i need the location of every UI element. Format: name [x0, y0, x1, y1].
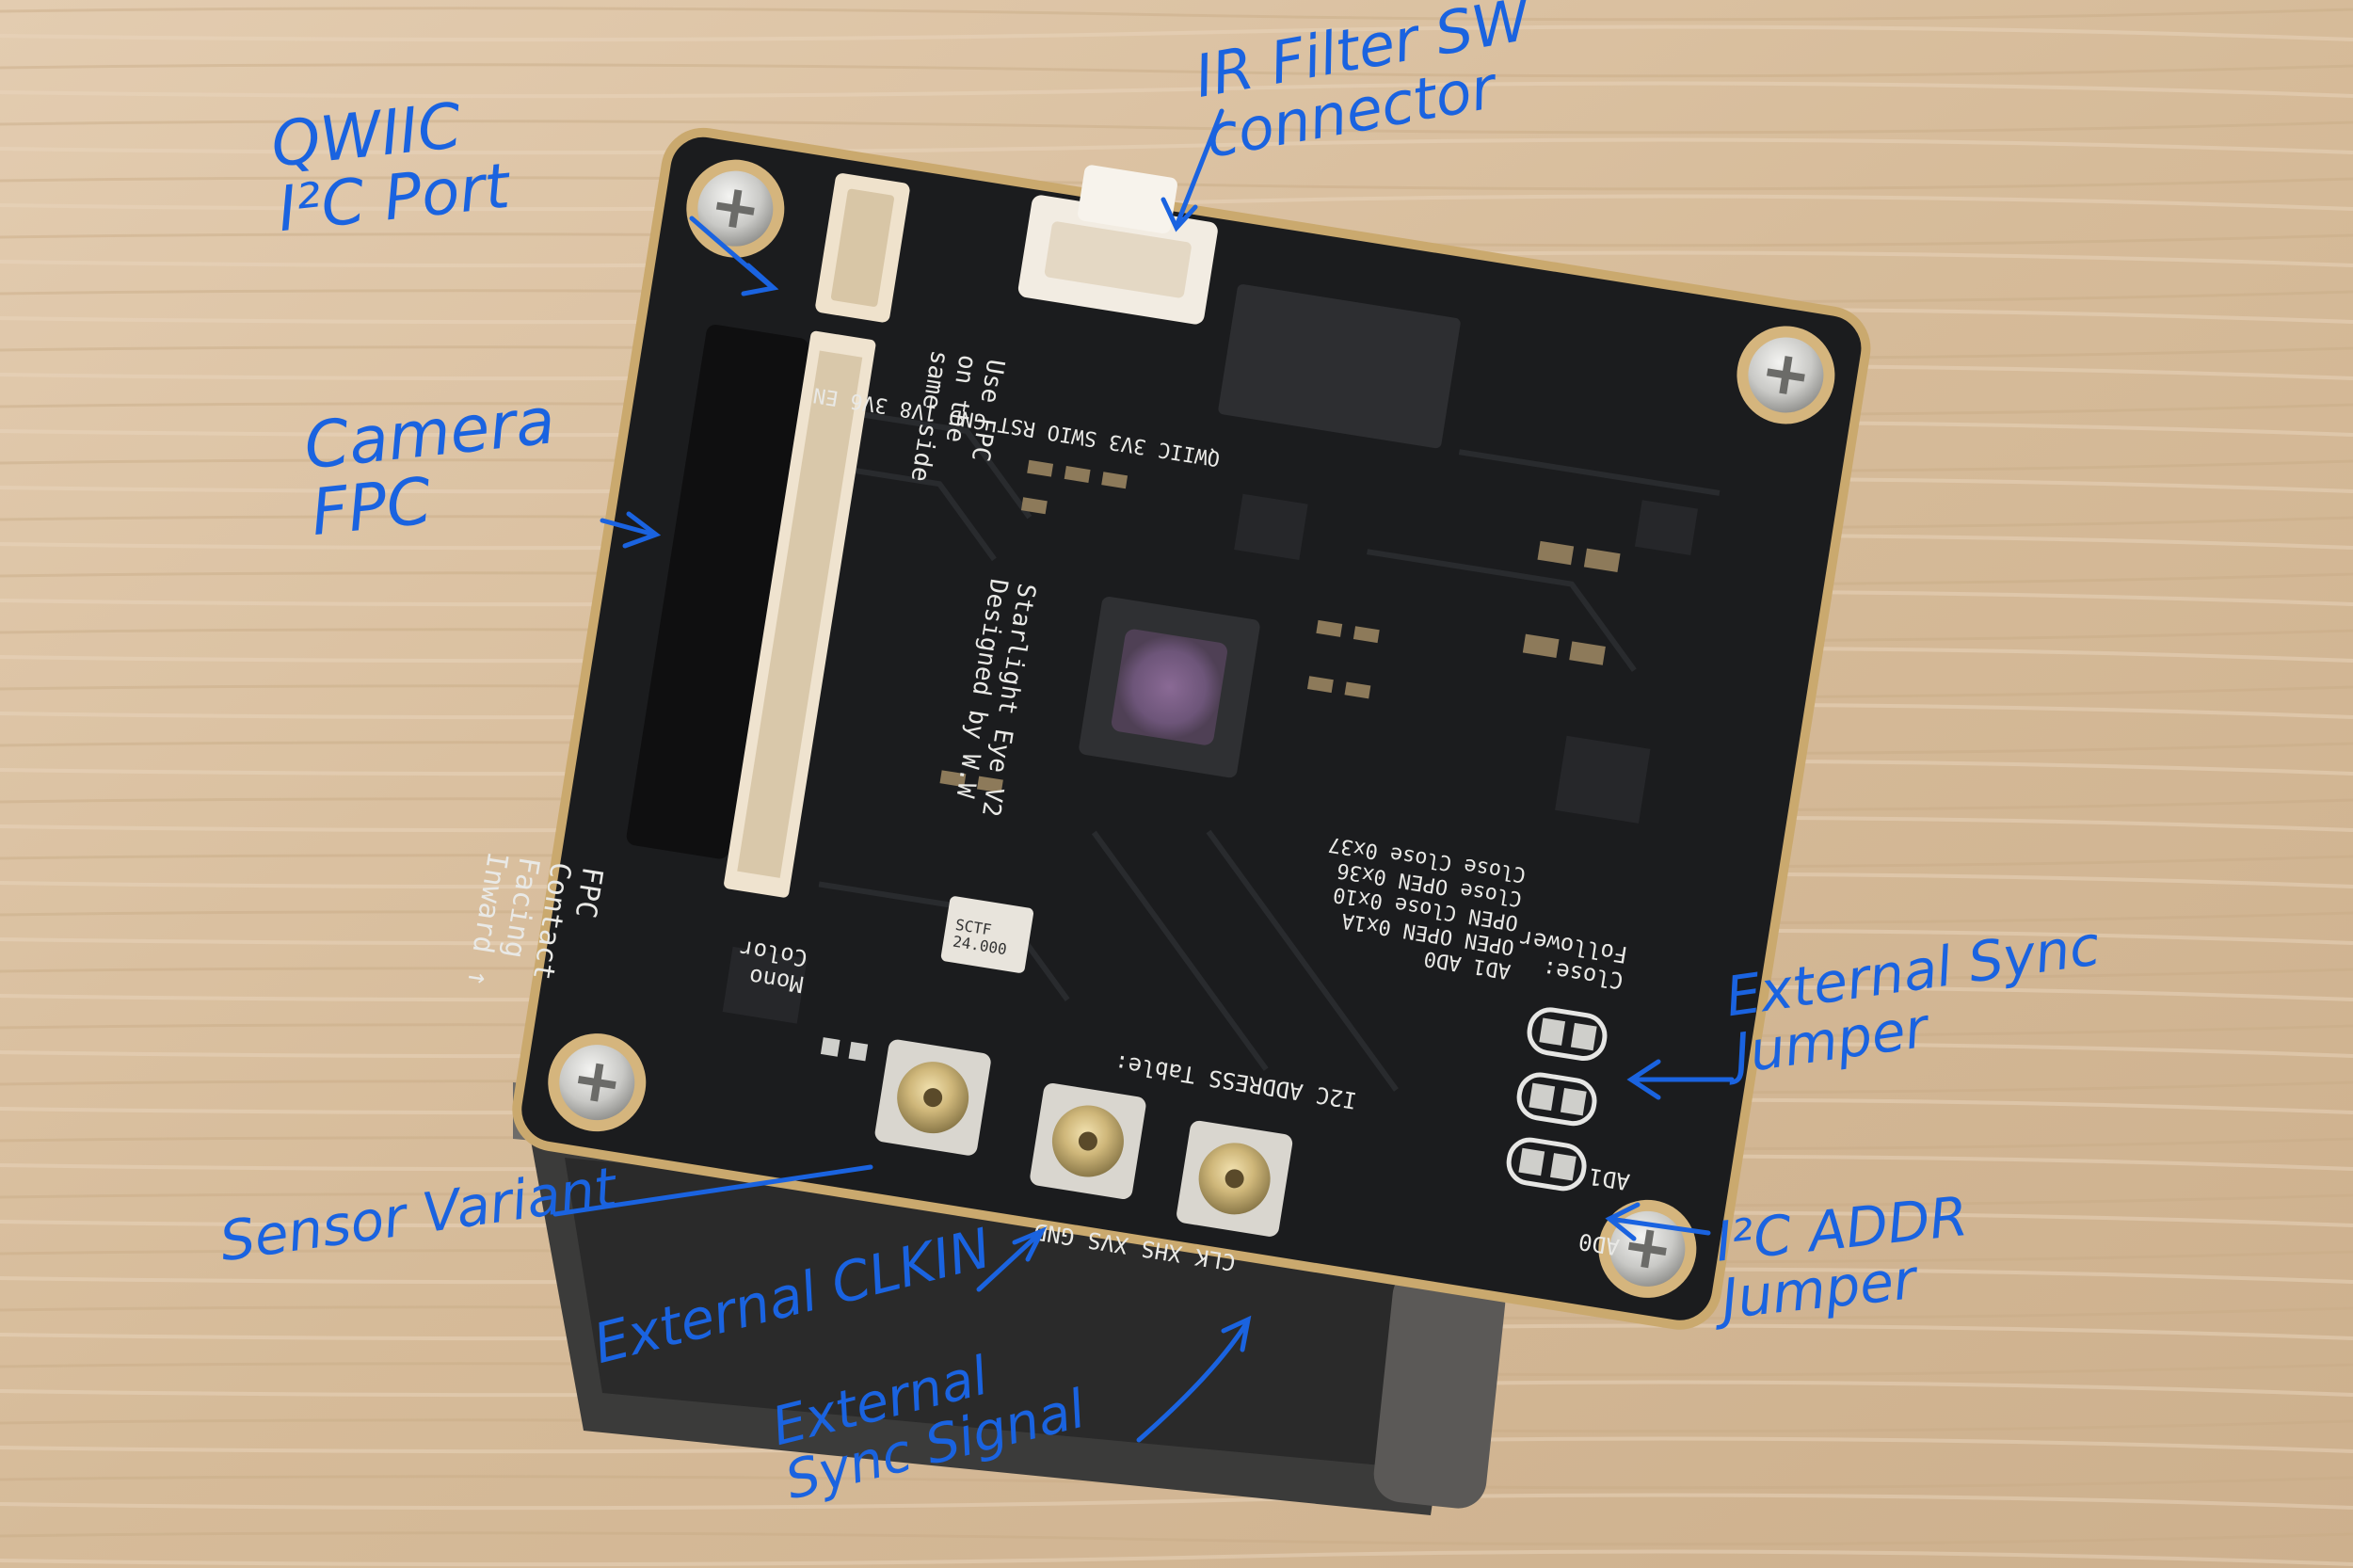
arrow-addr-jumper [1607, 1216, 1711, 1236]
annotation-qwiic: QWIIC I²C Port [268, 88, 513, 247]
arrow-ir-filter [1174, 108, 1225, 229]
silk-jumper-line: AD1 [1587, 1162, 1631, 1194]
qwiic-connector [815, 173, 910, 323]
arrow-clkin [976, 1230, 1043, 1292]
annotation-camera-fpc: Camera FPC [301, 384, 565, 551]
screw-bottom-left [548, 1033, 647, 1132]
ir-filter-connector [1017, 165, 1218, 325]
passive-components [939, 459, 1621, 793]
screw-top-right [1737, 326, 1835, 424]
main-ic [1218, 284, 1461, 449]
arrow-sync-signal-head [1221, 1315, 1252, 1352]
image-sensor [1079, 596, 1260, 778]
arrow-sync-jumper-head [1626, 1059, 1661, 1100]
arrow-ir-filter-head [1160, 197, 1198, 232]
silk-jumper-labels: AD0 AD1 [1577, 1162, 1631, 1260]
annotation-qwiic-text: QWIIC I²C Port [267, 88, 513, 247]
annotation-arrows [552, 108, 1735, 1443]
silk-jumper-line: AD0 [1577, 1228, 1621, 1260]
arrow-sync-signal [1136, 1320, 1250, 1443]
camera-fpc-connector [626, 325, 876, 898]
coax-connector-clk [874, 1039, 991, 1156]
annotation-camera-fpc-text: Camera FPC [300, 384, 559, 552]
arrow-camera-fpc [600, 518, 657, 537]
arrow-clkin-head [1012, 1226, 1048, 1262]
pcb-board: FPCContactFacingInward ↑ Use FPCon thesa… [460, 127, 1871, 1330]
silk-fpc-line: FPC [568, 865, 609, 920]
crystal-oscillator [940, 896, 1034, 973]
arrow-sensor-variant [552, 1164, 873, 1217]
coax-connector-xvs [1176, 1120, 1293, 1237]
silk-crystal-label: SCTF24.000 [952, 916, 1011, 959]
arrow-camera-fpc-head [622, 511, 662, 549]
coax-connector-xhs [1030, 1082, 1146, 1199]
arrow-qwiic-head [741, 263, 779, 296]
screw-bottom-right [1598, 1199, 1697, 1298]
small-ics [722, 493, 1699, 1024]
jumper-pads [1506, 1007, 1608, 1192]
arrow-addr-jumper-head [1605, 1202, 1641, 1241]
sensor-variant-pads [820, 1037, 869, 1062]
silk-address-table-rows: AD1 AD0OPEN OPEN 0x1AOPEN Close 0x10Clos… [1311, 832, 1527, 984]
